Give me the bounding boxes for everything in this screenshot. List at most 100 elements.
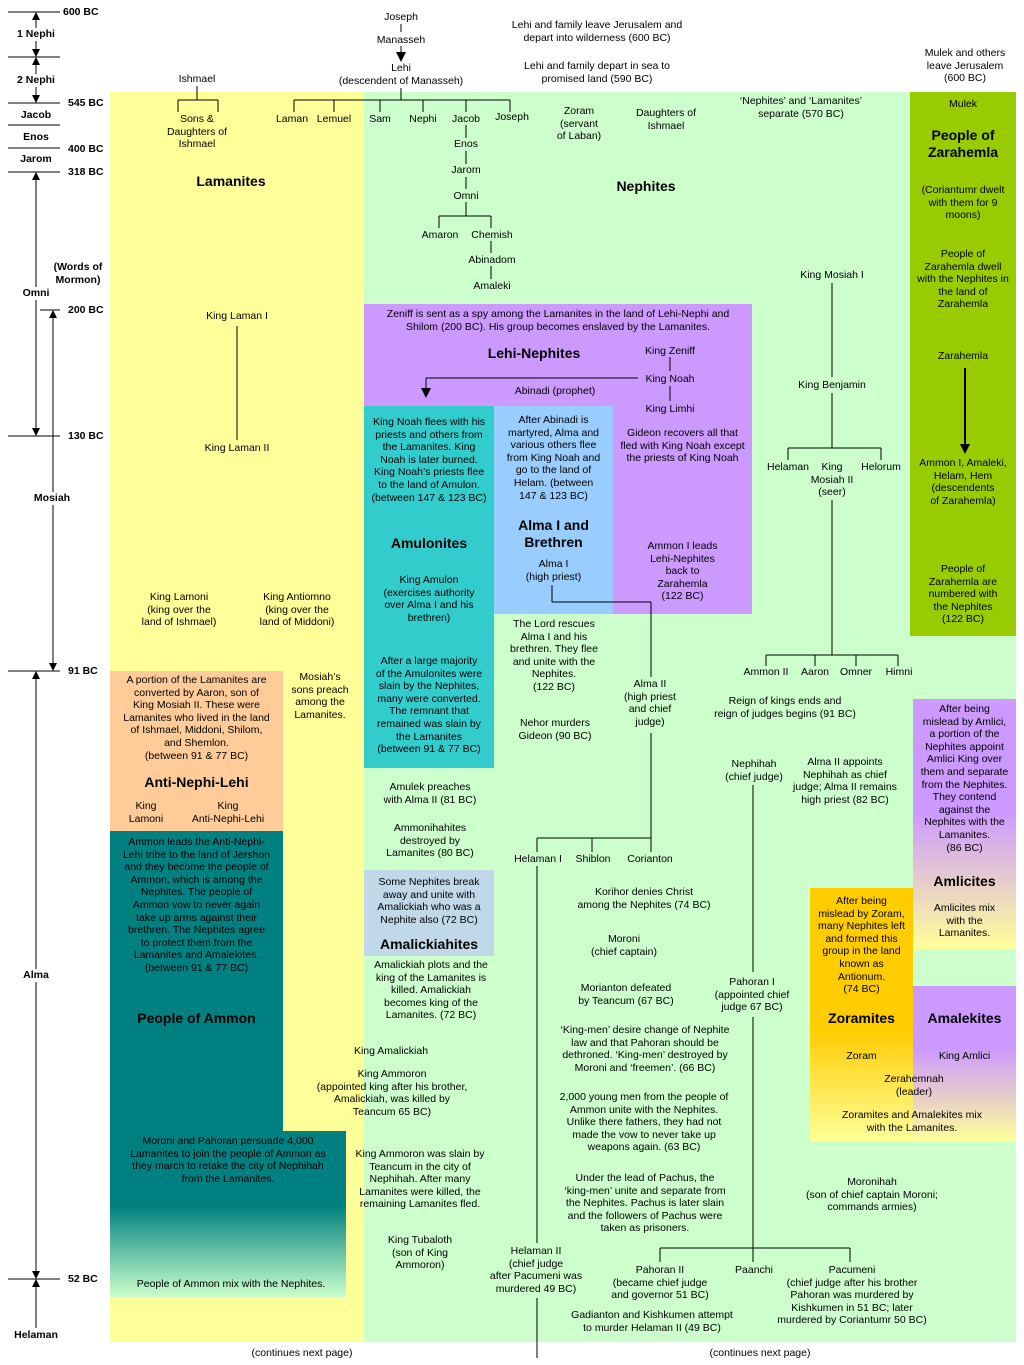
gideon-recovers: Gideon recovers all that fled with King … bbox=[620, 427, 745, 465]
lehi-depart-note: Lehi and family depart in sea to promise… bbox=[524, 60, 670, 85]
anti-nephi-lehi-king-lamoni: King Lamoni bbox=[128, 800, 164, 825]
nephihah-chief-judge: Nephihah (chief judge) bbox=[725, 758, 783, 783]
amalickiahites-region bbox=[364, 870, 494, 956]
ammoron-slain: King Ammoron was slain by Teancum in the… bbox=[355, 1148, 485, 1211]
lamanites-title: Lamanites bbox=[196, 173, 266, 189]
pahoran-1: Pahoran I (appointed chief judge 67 BC) bbox=[714, 976, 790, 1014]
date-400bc: 400 BC bbox=[68, 143, 104, 155]
king-amulon: King Amulon (exercises authority over Al… bbox=[383, 574, 475, 624]
helorum-label: Helorum bbox=[861, 461, 901, 473]
zeniff-spy: Zeniff is sent as a spy among the Lamani… bbox=[386, 308, 730, 333]
people-of-ammon-mix: People of Ammon mix with the Nephites. bbox=[136, 1278, 326, 1290]
amaleki-label: Amaleki bbox=[473, 280, 511, 292]
zoramites-amalekites-mix: Zoramites and Amalekites mix with the La… bbox=[841, 1109, 983, 1134]
pachus-king-men: Under the lead of Pachus, the ‘king-men’… bbox=[564, 1172, 726, 1235]
amulonites-region bbox=[364, 406, 494, 768]
date-545bc: 545 BC bbox=[68, 97, 104, 109]
lord-rescues: The Lord rescues Alma I and his brethren… bbox=[510, 618, 598, 693]
king-antiomno: King Antiomno (king over the land of Mid… bbox=[259, 591, 335, 629]
abinadi-prophet: Abinadi (prophet) bbox=[514, 385, 596, 397]
king-zeniff: King Zeniff bbox=[644, 345, 695, 357]
king-lamoni: King Lamoni (king over the land of Ishma… bbox=[141, 591, 217, 629]
paanchi-label: Paanchi bbox=[735, 1264, 773, 1276]
lemuel-label: Lemuel bbox=[316, 113, 352, 125]
pahoran-2: Pahoran II (became chief judge and gover… bbox=[611, 1264, 709, 1302]
zarahemla-label: Zarahemla bbox=[937, 350, 989, 362]
alma-brethren-region bbox=[494, 406, 613, 614]
zoram-leader: Zoram bbox=[846, 1050, 877, 1062]
reign-of-kings-ends: Reign of kings ends and reign of judges … bbox=[714, 695, 856, 720]
zoramites-desc: After being mislead by Zoram, many Nephi… bbox=[818, 895, 905, 996]
zoramites-title: Zoramites bbox=[828, 1010, 895, 1026]
amulonites-desc: King Noah flees with his priests and oth… bbox=[371, 416, 487, 504]
ammon-amaleki-helam-hem: Ammon I, Amaleki, Helam, Hem (descendent… bbox=[919, 457, 1007, 507]
date-318bc: 318 BC bbox=[68, 166, 104, 178]
book-words-of-mormon: (Words of Mormon) bbox=[46, 261, 110, 287]
mosiahs-sons-preach: Mosiah’s sons preach among the Lamanites… bbox=[291, 671, 349, 721]
alma-brethren-desc: After Abinadi is martyred, Alma and vari… bbox=[506, 414, 601, 502]
king-amlici: King Amlici bbox=[938, 1050, 991, 1062]
aaron-label: Aaron bbox=[800, 666, 830, 678]
amalekites-title: Amalekites bbox=[927, 1010, 1002, 1026]
amulonites-title: Amulonites bbox=[390, 535, 468, 551]
amlicites-desc: After being mislead by Amlici, a portion… bbox=[920, 703, 1009, 854]
king-laman-1: King Laman I bbox=[206, 310, 268, 322]
book-2-nephi: 2 Nephi bbox=[6, 74, 66, 87]
continues-next-page-right[interactable]: (continues next page) bbox=[709, 1347, 811, 1359]
alma-appoints-nephihah: Alma II appoints Nephihah as chief judge… bbox=[793, 756, 897, 806]
book-enos: Enos bbox=[23, 131, 49, 143]
amulonites-slain: After a large majority of the Amulonites… bbox=[375, 655, 483, 756]
book-helaman: Helaman bbox=[6, 1329, 66, 1342]
date-52bc: 52 BC bbox=[68, 1273, 98, 1285]
people-of-ammon-desc: Ammon leads the Anti-Nephi- Lehi tribe t… bbox=[122, 836, 271, 974]
date-130bc: 130 BC bbox=[68, 430, 104, 442]
book-alma: Alma bbox=[14, 969, 58, 982]
lehi-nephites-title: Lehi-Nephites bbox=[487, 345, 581, 361]
book-mosiah: Mosiah bbox=[20, 492, 84, 505]
amlicites-title: Amlicites bbox=[933, 873, 996, 889]
people-of-ammon-region bbox=[110, 831, 283, 1131]
young-men-unite: 2,000 young men from the people of Ammon… bbox=[559, 1091, 729, 1154]
omni-label: Omni bbox=[453, 190, 479, 202]
manasseh-label: Manasseh bbox=[376, 34, 426, 46]
gadianton-kishkumen: Gadianton and Kishkumen attempt to murde… bbox=[571, 1309, 733, 1334]
continues-next-page-left[interactable]: (continues next page) bbox=[251, 1347, 353, 1359]
helaman-son-of-benjamin: Helaman bbox=[766, 461, 810, 473]
date-91bc: 91 BC bbox=[68, 665, 98, 677]
people-of-ammon-lower-region bbox=[110, 1131, 346, 1297]
zoramites-region bbox=[810, 888, 913, 1142]
nehor-murders-gideon: Nehor murders Gideon (90 BC) bbox=[518, 717, 592, 742]
moronihah: Moronihah (son of chief captain Moroni; … bbox=[806, 1176, 938, 1214]
amaron-label: Amaron bbox=[421, 229, 459, 241]
anti-nephi-lehi-title: Anti-Nephi-Lehi bbox=[144, 774, 249, 790]
amalekites-region bbox=[913, 986, 1016, 1142]
zarahemla-numbered: People of Zarahemla are numbered with th… bbox=[928, 563, 998, 626]
ammon-leads-back: Ammon I leads Lehi-Nephites back to Zara… bbox=[647, 540, 718, 603]
corianton-label: Corianton bbox=[627, 853, 673, 865]
ammon-2: Ammon II bbox=[743, 666, 789, 678]
king-amalickiah: King Amalickiah bbox=[353, 1045, 429, 1057]
people-of-zarahemla-title: People of Zarahemla bbox=[927, 127, 999, 160]
gideon-region bbox=[613, 406, 752, 614]
zarahemla-region bbox=[910, 92, 1016, 636]
shiblon-label: Shiblon bbox=[575, 853, 611, 865]
anti-nephi-lehi-king: King Anti-Nephi-Lehi bbox=[191, 800, 265, 825]
lehi-label: Lehi (descendent of Manasseh) bbox=[338, 62, 464, 87]
king-laman-2: King Laman II bbox=[204, 442, 270, 454]
korihor-denies: Korihor denies Christ among the Nephites… bbox=[577, 886, 711, 911]
pacumeni: Pacumeni (chief judge after his brother … bbox=[777, 1264, 927, 1327]
king-men-desire: ‘King-men’ desire change of Nephite law … bbox=[560, 1024, 730, 1074]
moroni-pahoran-persuade: Moroni and Pahoran persuade 4,000 Lamani… bbox=[130, 1135, 326, 1185]
zoram-servant: Zoram (servant of Laban) bbox=[556, 105, 602, 143]
zarahemla-dwell: People of Zarahemla dwell with the Nephi… bbox=[917, 248, 1009, 311]
nephites-lamanites-separate: ‘Nephites’ and ‘Lamanites’ separate (570… bbox=[739, 95, 863, 120]
lehi-leave-note: Lehi and family leave Jerusalem and depa… bbox=[511, 19, 683, 44]
alma-brethren-title: Alma I and Brethren bbox=[518, 517, 589, 550]
book-1-nephi: 1 Nephi bbox=[6, 28, 66, 41]
morianton-defeated: Morianton defeated by Teancum (67 BC) bbox=[578, 982, 674, 1007]
moroni-chief-captain: Moroni (chief captain) bbox=[591, 933, 657, 958]
king-limhi: King Limhi bbox=[645, 403, 695, 415]
amlicites-mix: Amlicites mix with the Lamanites. bbox=[933, 902, 996, 940]
daughters-of-ishmael: Daughters of Ishmael bbox=[635, 107, 697, 132]
nephites-title: Nephites bbox=[616, 178, 676, 194]
